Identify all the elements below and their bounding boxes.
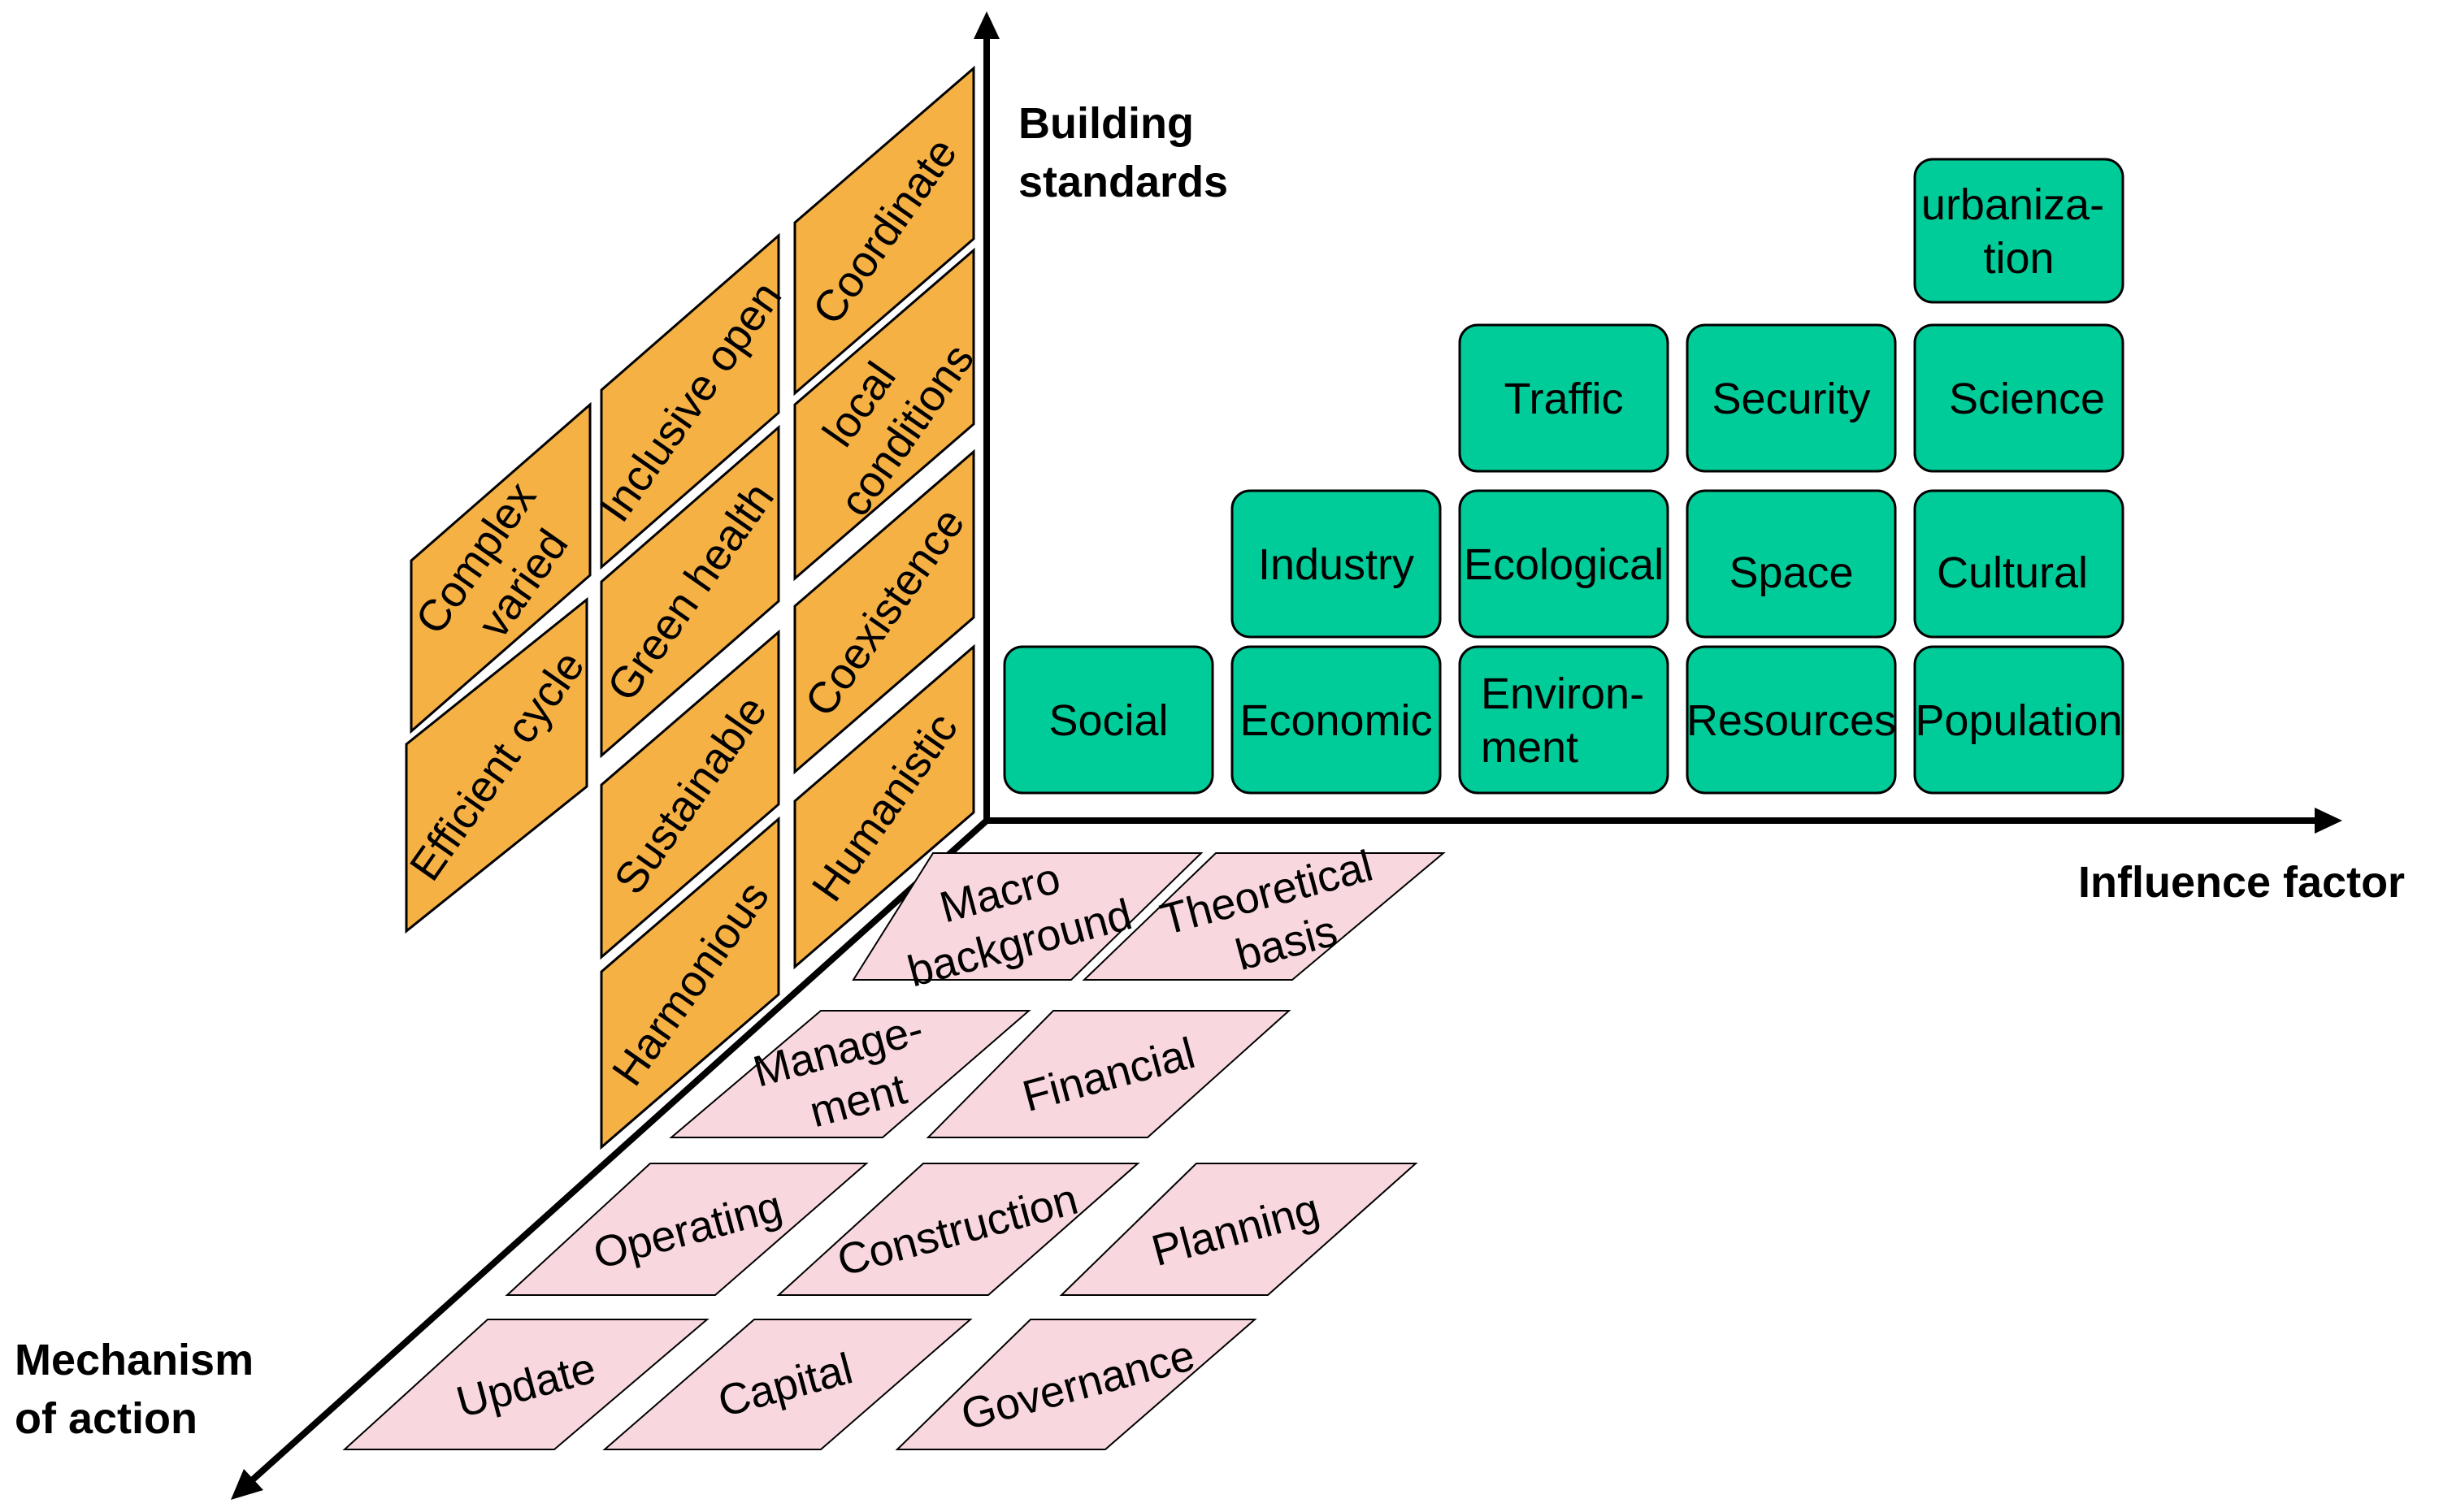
factor-ecological: Ecological [1458, 489, 1669, 639]
factor-industry: Industry [1230, 489, 1442, 639]
factor-resources: Resources [1686, 645, 1897, 795]
axis-label-mechanism-of-action: Mechanism of action [15, 1336, 266, 1443]
mechanism-planning: Planning [1059, 1163, 1418, 1296]
svg-text:Resources: Resources [1686, 696, 1896, 745]
depth-axis-arrowhead [231, 1469, 263, 1500]
factor-economic: Economic [1230, 645, 1442, 795]
axis-label-building-standards: Building standards [1018, 99, 1228, 206]
building-standards-group: Complex varied Efficient cycle Inclusive… [401, 65, 983, 1150]
mechanisms-group: Macro background Theoretical basis Manag… [342, 841, 1446, 1450]
svg-text:Ecological: Ecological [1464, 540, 1664, 589]
mechanism-update: Update [342, 1319, 710, 1450]
mechanism-financial: Financial [926, 1010, 1291, 1138]
svg-text:Security: Security [1712, 375, 1870, 423]
factor-population: Population [1913, 645, 2124, 795]
vertical-axis-arrowhead [974, 11, 1000, 39]
factor-urbanization: urbaniza- tion [1913, 158, 2124, 304]
svg-text:Economic: Economic [1239, 696, 1432, 745]
axis-label-influence-factor: Influence factor [2078, 858, 2405, 907]
svg-text:Space: Space [1729, 548, 1853, 597]
factor-environment: Environ- ment [1458, 645, 1669, 795]
svg-text:Environ- ment: Environ- ment [1481, 669, 1656, 772]
factor-traffic: Traffic [1458, 323, 1669, 473]
horizontal-axis-arrowhead [2315, 808, 2342, 834]
svg-text:Industry: Industry [1258, 540, 1414, 589]
factor-space: Space [1686, 489, 1897, 639]
svg-text:Cultural: Cultural [1937, 548, 2088, 597]
factor-science: Science [1913, 323, 2124, 473]
svg-text:Traffic: Traffic [1504, 375, 1623, 423]
depth-axis-line [250, 818, 989, 1483]
mechanism-capital: Capital [602, 1319, 973, 1450]
svg-text:Social: Social [1048, 696, 1168, 745]
axes [231, 11, 2342, 1500]
factor-cultural: Cultural [1913, 489, 2124, 639]
svg-text:Population: Population [1915, 696, 2122, 745]
influence-factor-group: Social Economic Industry Environ- ment [1003, 158, 2124, 795]
factor-social: Social [1003, 645, 1214, 795]
standard-coexistence: Coexistence [793, 448, 975, 775]
svg-text:urbaniza- tion: urbaniza- tion [1921, 180, 2116, 283]
mechanism-governance: Governance [895, 1319, 1257, 1450]
factor-security: Security [1686, 323, 1897, 473]
svg-text:Science: Science [1949, 375, 2105, 423]
